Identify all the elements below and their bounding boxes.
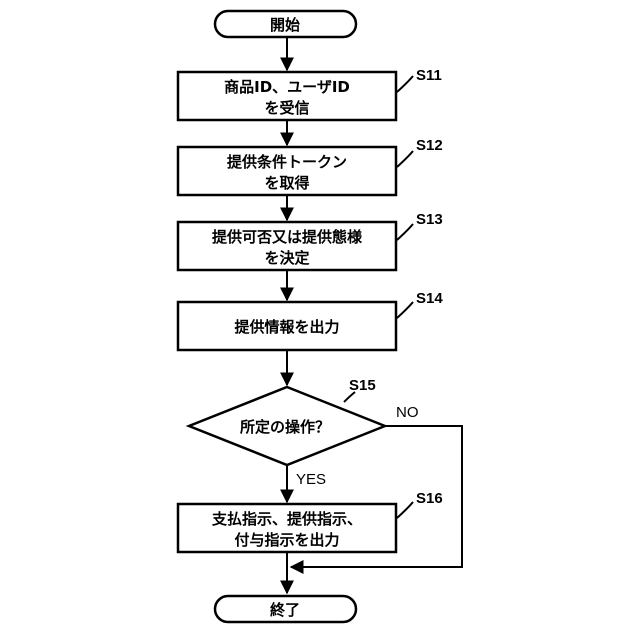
step-s13-leader xyxy=(397,224,413,240)
step-s13-id: S13 xyxy=(416,211,443,228)
step-s11-id: S11 xyxy=(416,67,442,84)
decision-yes-label: YES xyxy=(296,471,326,488)
start-label: 開始 xyxy=(270,16,300,34)
decision-no-label: NO xyxy=(396,404,419,421)
step-s12-leader xyxy=(397,151,413,167)
decision-s15-text: 所定の操作？ xyxy=(240,418,330,436)
end-label: 終了 xyxy=(270,601,300,619)
step-s12-line1: 提供条件トークン xyxy=(227,153,347,171)
step-s11-line2: を受信 xyxy=(264,99,309,117)
step-s12-line2: を取得 xyxy=(264,174,309,192)
step-s13-line2: を決定 xyxy=(264,249,309,267)
step-s14-line1: 提供情報を出力 xyxy=(234,318,339,336)
step-s13-line1: 提供可否又は提供態様 xyxy=(212,228,363,246)
decision-s15-id: S15 xyxy=(349,377,376,394)
step-s14-id: S14 xyxy=(416,290,443,307)
step-s16-line1: 支払指示、提供指示、 xyxy=(211,510,362,528)
step-s11-line1: 商品ID、ユーザID xyxy=(224,78,350,96)
step-s11-leader xyxy=(397,76,413,92)
step-s16-leader xyxy=(397,502,413,518)
step-s12-id: S12 xyxy=(416,137,443,154)
step-s14-leader xyxy=(397,302,413,318)
step-s16-id: S16 xyxy=(416,490,443,507)
step-s16-line2: 付与指示を出力 xyxy=(234,531,339,549)
